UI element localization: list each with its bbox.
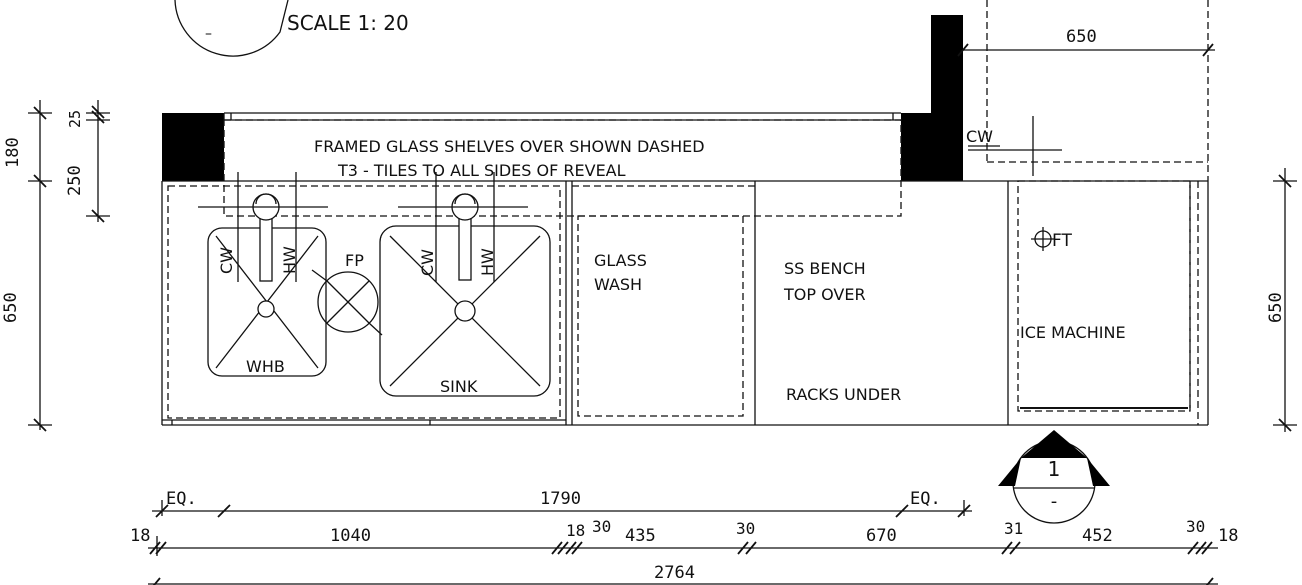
- label-ft: FT: [1052, 231, 1072, 251]
- dim-30-b: 30: [736, 519, 755, 538]
- label-racks-under: RACKS UNDER: [786, 385, 901, 404]
- label-hw-whb: HW: [280, 246, 299, 274]
- label-sink: SINK: [440, 377, 478, 396]
- label-cw-whb: CW: [217, 247, 236, 274]
- section-marker-sheet: -: [1051, 491, 1058, 512]
- label-whb: WHB: [246, 357, 285, 376]
- dim-left-25: 25: [66, 110, 84, 128]
- left-wall-block: [162, 113, 224, 181]
- note-shelves: FRAMED GLASS SHELVES OVER SHOWN DASHED: [314, 137, 705, 156]
- section-callout-circle: [174, 0, 289, 57]
- dim-top-650: 650: [1066, 27, 1097, 47]
- dim-right-650: 650: [1266, 292, 1286, 323]
- dim-452: 452: [1082, 526, 1113, 546]
- label-fp: FP: [345, 251, 364, 270]
- dim-18-right: 18: [1218, 526, 1238, 546]
- section-marker-arrow: [1021, 430, 1087, 458]
- dim-left-650: 650: [1, 292, 21, 323]
- dim-30-c: 30: [1186, 517, 1205, 536]
- label-top-over: TOP OVER: [783, 285, 866, 304]
- label-cw-top: CW: [966, 127, 993, 146]
- dim-31: 31: [1004, 519, 1023, 538]
- dim-left-250: 250: [65, 165, 85, 196]
- wall-column: [931, 15, 963, 181]
- dim-18-left: 18: [130, 526, 150, 546]
- dim-left-180: 180: [3, 137, 23, 168]
- dim-1040: 1040: [330, 526, 371, 546]
- dim-eq-left: EQ.: [166, 489, 197, 509]
- label-ice-machine: ICE MACHINE: [1020, 323, 1126, 342]
- dim-18-mid: 18: [566, 521, 585, 540]
- label-ss-bench: SS BENCH: [784, 259, 866, 278]
- glass-wash-dashed: [577, 215, 744, 417]
- dim-eq-right: EQ.: [910, 489, 941, 509]
- label-hw-sink: HW: [478, 248, 497, 276]
- right-wall-block: [901, 113, 931, 181]
- dim-670: 670: [866, 526, 897, 546]
- fp-symbol: [317, 271, 379, 333]
- section-dash: –: [205, 26, 212, 42]
- section-marker-number: 1: [1048, 457, 1061, 481]
- sink-cabinet-dashed: [167, 185, 561, 419]
- scale-label: SCALE 1: 20: [287, 11, 409, 35]
- label-glass: GLASS: [594, 251, 647, 270]
- dim-2764: 2764: [654, 563, 695, 583]
- dim-435: 435: [625, 526, 656, 546]
- dim-1790: 1790: [540, 489, 581, 509]
- note-tiles: T3 - TILES TO ALL SIDES OF REVEAL: [337, 161, 626, 180]
- dim-30-a: 30: [592, 517, 611, 536]
- sink-waste: [454, 300, 476, 322]
- label-wash: WASH: [594, 275, 642, 294]
- glass-shelves-dashed: [223, 119, 902, 217]
- label-cw-sink: CW: [418, 249, 437, 276]
- ice-machine-dashed: [1017, 180, 1191, 412]
- whb-waste: [257, 300, 275, 318]
